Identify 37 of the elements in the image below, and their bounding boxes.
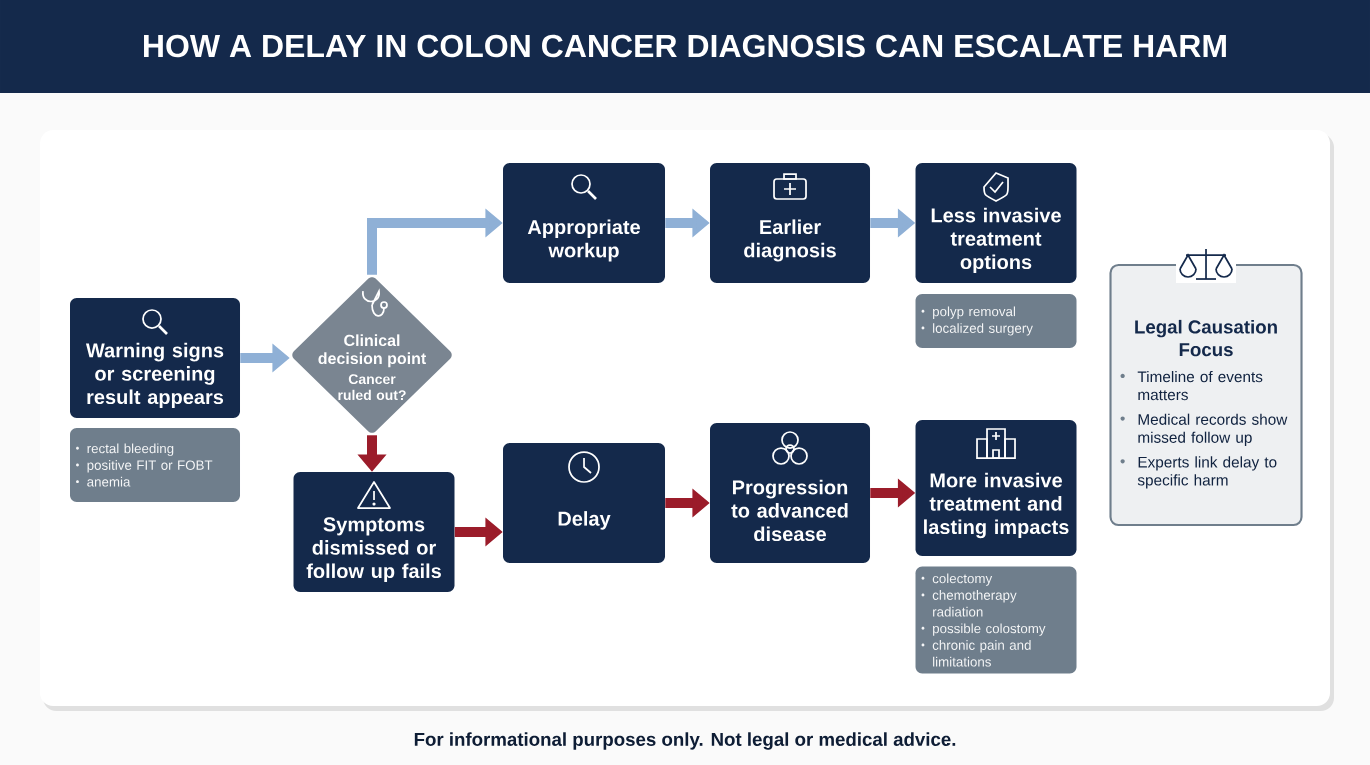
process-box bbox=[710, 163, 870, 283]
box-title: More invasive treatment and lasting impacts bbox=[924, 472, 1069, 539]
footer-note: For informational purposes only. Not legal or medical advice. bbox=[414, 732, 956, 750]
list-item: chronic pain and limitations bbox=[921, 640, 1031, 667]
bullet-list-box bbox=[915, 294, 1077, 348]
panel-title: Legal Causation Focus bbox=[1135, 319, 1277, 357]
list-item: possible colostomy bbox=[921, 623, 1046, 636]
box-title: Less invasive treatment options bbox=[931, 207, 1061, 274]
list-item: anemia bbox=[76, 476, 131, 487]
list-item: positive FIT or FOBT bbox=[76, 460, 213, 473]
list-item: Medical records show missed follow up bbox=[1120, 413, 1288, 446]
process-box bbox=[710, 423, 870, 563]
process-box bbox=[915, 420, 1077, 556]
list-item: polyp removal bbox=[921, 306, 1015, 319]
decision-diamond bbox=[292, 277, 452, 433]
box-title: Delay bbox=[558, 511, 611, 530]
box-title: Symptoms dismissed or follow up fails bbox=[306, 517, 441, 583]
list-item: Timeline of events matters bbox=[1120, 371, 1263, 401]
box-title: Appropriate workup bbox=[527, 219, 640, 262]
list-item: localized surgery bbox=[921, 323, 1033, 336]
list-item: colectomy bbox=[921, 573, 993, 586]
process-box bbox=[503, 443, 665, 563]
process-box bbox=[70, 298, 240, 418]
diamond-question: Cancer ruled out? bbox=[338, 374, 406, 401]
process-box bbox=[293, 472, 455, 592]
process-box bbox=[503, 163, 665, 283]
box-title: Progression to advanced disease bbox=[731, 479, 848, 542]
diamond-title: Clinical decision point bbox=[318, 334, 427, 368]
process-box bbox=[915, 163, 1077, 283]
bullet-list-box bbox=[70, 428, 240, 502]
box-title: Earlier diagnosis bbox=[744, 219, 836, 262]
bullet-list-box bbox=[915, 566, 1077, 674]
box-title: Warning signs or screening result appears bbox=[85, 342, 224, 409]
list-item: Experts link delay to specific harm bbox=[1120, 456, 1277, 489]
header-bar: HOW A DELAY IN COLON CANCER DIAGNOSIS CAN ESCALATE HARM bbox=[0, 0, 1370, 93]
list-item: rectal bleeding bbox=[76, 443, 174, 456]
info-panel bbox=[1109, 263, 1303, 527]
